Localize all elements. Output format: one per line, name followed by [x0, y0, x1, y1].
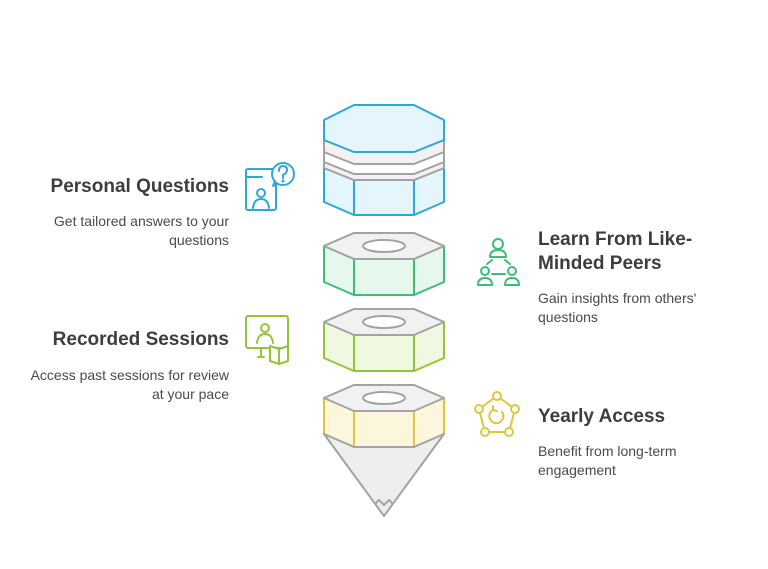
- cycle-network-icon: [474, 391, 520, 437]
- item-title-yearly-access: Yearly Access: [538, 406, 666, 427]
- item-desc-personal-questions: Get tailored answers to your questions: [53, 213, 229, 248]
- stack-layer-green-nut: [323, 232, 445, 296]
- item-desc-yearly-access: Benefit from long-term engagement: [538, 443, 677, 478]
- chat-question-icon: [245, 162, 295, 211]
- stack-layer-lime-nut: [323, 308, 445, 372]
- item-title-learn-from-peers: Learn From Like-Minded Peers: [538, 229, 693, 274]
- item-title-personal-questions: Personal Questions: [50, 176, 229, 197]
- peer-network-icon: [477, 238, 520, 286]
- item-desc-recorded-sessions: Access past sessions for review at your …: [30, 367, 229, 402]
- video-lesson-icon: [245, 315, 289, 365]
- item-title-recorded-sessions: Recorded Sessions: [52, 329, 229, 350]
- stack-layer-top-cap: [323, 104, 445, 216]
- pencil-tip: [323, 433, 445, 517]
- item-desc-learn-from-peers: Gain insights from others' questions: [538, 290, 697, 325]
- stack-layer-yellow-nut: [323, 384, 445, 448]
